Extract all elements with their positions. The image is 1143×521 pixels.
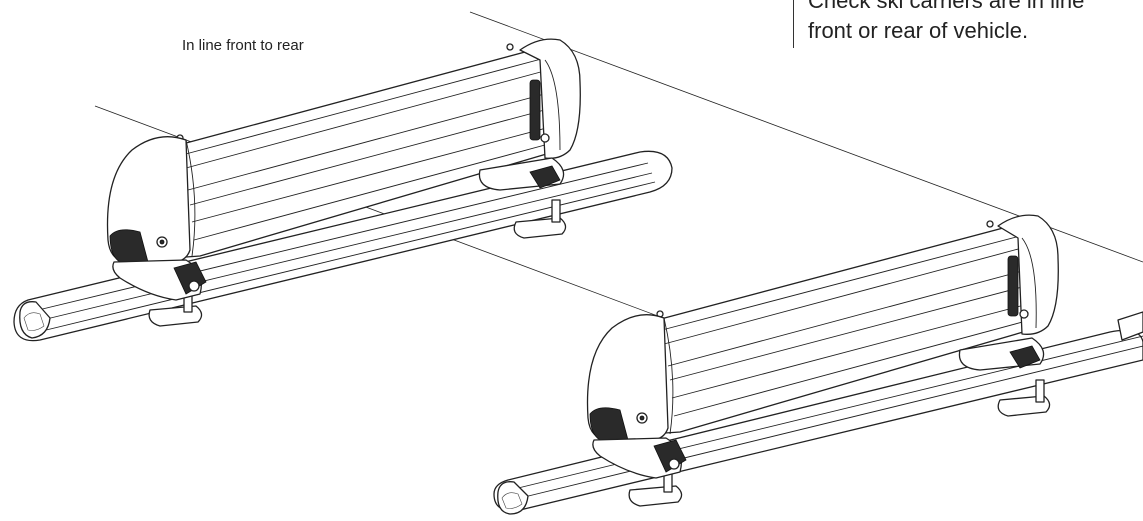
end-cap-right-front [586, 314, 687, 479]
instruction-note: Check ski carriers are in line front or … [808, 0, 1084, 46]
ski-carrier-right [493, 214, 1143, 515]
lock-icon [1019, 309, 1029, 319]
screw-icon [506, 43, 514, 51]
instruction-note-line-2: front or rear of vehicle. [808, 18, 1029, 43]
end-cap-right-rear [958, 214, 1059, 371]
end-cap-left-rear [478, 38, 581, 191]
screw-icon [986, 220, 994, 228]
foot-clamp-left-rear [513, 199, 567, 239]
ski-carrier-left [13, 38, 673, 342]
alignment-label: In line front to rear [182, 37, 304, 54]
instruction-note-line-1: Check ski carriers are in line [808, 0, 1085, 13]
lock-icon [540, 133, 550, 143]
carrier-body-left [159, 43, 571, 259]
foot-clamp-right-rear [997, 379, 1051, 417]
end-cap-left-front [106, 136, 207, 301]
foot-clamp-left-front [148, 289, 203, 327]
foot-clamp-right-front [628, 469, 683, 507]
note-divider [793, 0, 794, 48]
